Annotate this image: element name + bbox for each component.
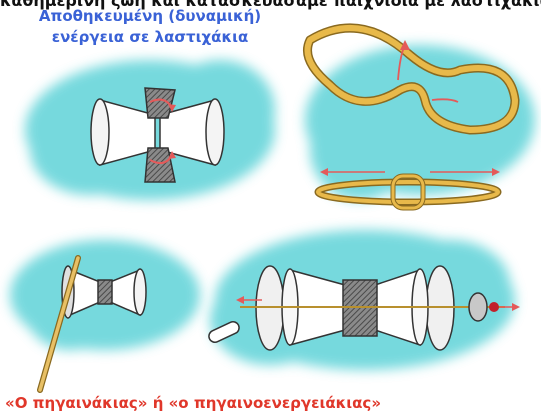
title-line-2: ενέργεια σε λαστιχάκια	[35, 27, 265, 48]
title-line-1: Αποθηκευμένη (δυναμική)	[35, 6, 265, 27]
section-title: Αποθηκευμένη (δυναμική) ενέργεια σε λαστ…	[35, 6, 265, 48]
toy-caption: «Ο πηγαινάκιας» ή «ο πηγαινοενεργειάκιας…	[5, 394, 381, 412]
